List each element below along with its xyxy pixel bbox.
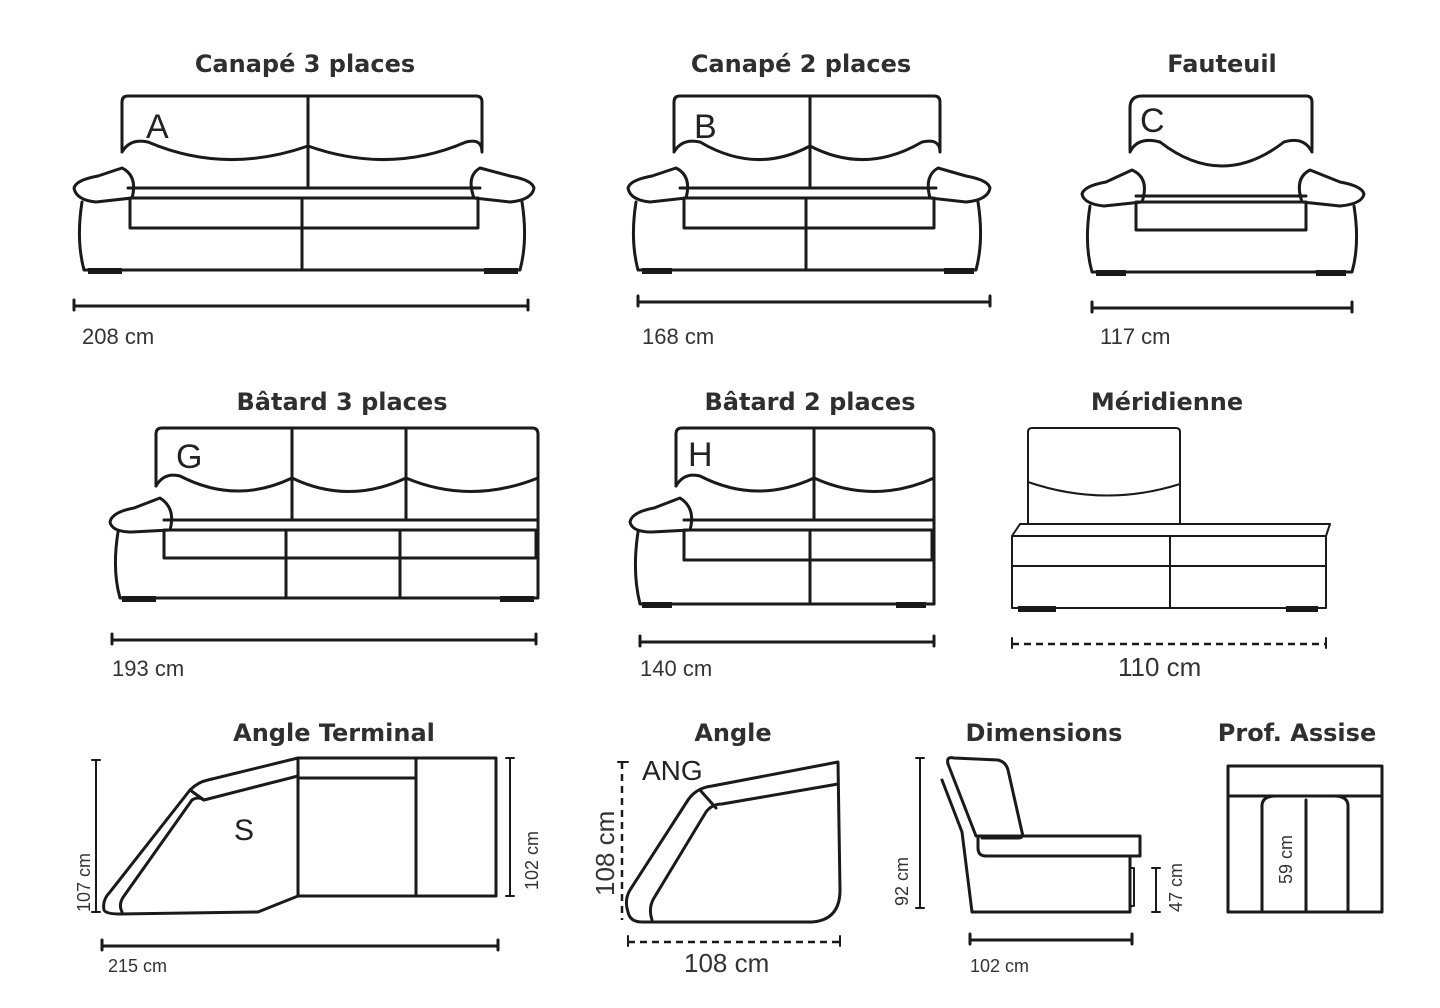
meridienne-title: Méridienne: [1091, 388, 1243, 416]
canape-2-places-letter: B: [694, 108, 717, 146]
batard-3-places-title: Bâtard 3 places: [237, 388, 448, 416]
canape-2-places-width: 168 cm: [642, 324, 714, 349]
prof-assise-title: Prof. Assise: [1218, 719, 1376, 747]
prof-assise: Prof. Assise 59 cm: [1218, 719, 1384, 914]
canape-3-places-title: Canapé 3 places: [195, 50, 415, 78]
angle-width: 108 cm: [684, 948, 769, 978]
meridienne-width: 110 cm: [1118, 652, 1201, 682]
dimensions-drawing: [915, 756, 1161, 946]
angle-terminal: Angle Terminal S 107 cm 102 cm 215 cm: [74, 719, 542, 976]
dimensions-title: Dimensions: [966, 719, 1123, 747]
prof-assise-drawing: [1226, 764, 1384, 914]
fauteuil: Fauteuil C 117 cm: [1080, 50, 1366, 349]
batard-3-places-width: 193 cm: [112, 656, 184, 681]
batard-2-places-drawing: [628, 426, 936, 648]
angle-terminal-letter: S: [234, 814, 254, 847]
fauteuil-title: Fauteuil: [1167, 50, 1277, 78]
canape-2-places-title: Canapé 2 places: [691, 50, 911, 78]
dimensions-profile: Dimensions 92 cm 47 cm 102 cm: [892, 719, 1186, 976]
angle-terminal-right-depth: 102 cm: [522, 831, 542, 890]
fauteuil-drawing: [1080, 94, 1366, 314]
batard-3-places-drawing: [108, 426, 540, 646]
canape-3-places-width: 208 cm: [82, 324, 154, 349]
angle-letter: ANG: [642, 755, 703, 786]
batard-2-places-width: 140 cm: [640, 656, 712, 681]
fauteuil-letter: C: [1140, 102, 1165, 140]
dimensions-seat-height: 47 cm: [1166, 863, 1186, 912]
batard-3-places: Bâtard 3 places G 193 cm: [108, 388, 540, 681]
batard-2-places: Bâtard 2 places H 140 cm: [628, 388, 936, 681]
batard-3-places-letter: G: [176, 438, 202, 476]
angle-terminal-drawing: [91, 756, 515, 952]
dimensions-depth: 102 cm: [970, 956, 1029, 976]
batard-2-places-title: Bâtard 2 places: [705, 388, 916, 416]
angle-terminal-width: 215 cm: [108, 956, 167, 976]
angle-title: Angle: [694, 719, 771, 747]
meridienne: Méridienne 110 cm: [1011, 388, 1331, 682]
canape-3-places: Canapé 3 places A 208 cm: [72, 50, 536, 349]
canape-3-places-letter: A: [146, 108, 169, 146]
canape-3-places-drawing: [72, 94, 536, 312]
angle-terminal-left-depth: 107 cm: [74, 853, 94, 912]
canape-2-places: Canapé 2 places B 168 cm: [626, 50, 992, 349]
angle-module: Angle ANG 108 cm 108 cm: [590, 719, 842, 978]
canape-2-places-drawing: [626, 94, 992, 308]
prof-assise-depth: 59 cm: [1276, 835, 1296, 884]
batard-2-places-letter: H: [688, 436, 713, 474]
fauteuil-width: 117 cm: [1100, 324, 1171, 349]
angle-depth: 108 cm: [590, 811, 620, 896]
meridienne-drawing: [1011, 427, 1331, 649]
angle-drawing: [617, 760, 842, 947]
dimensions-height: 92 cm: [892, 857, 912, 906]
angle-terminal-title: Angle Terminal: [233, 719, 435, 747]
